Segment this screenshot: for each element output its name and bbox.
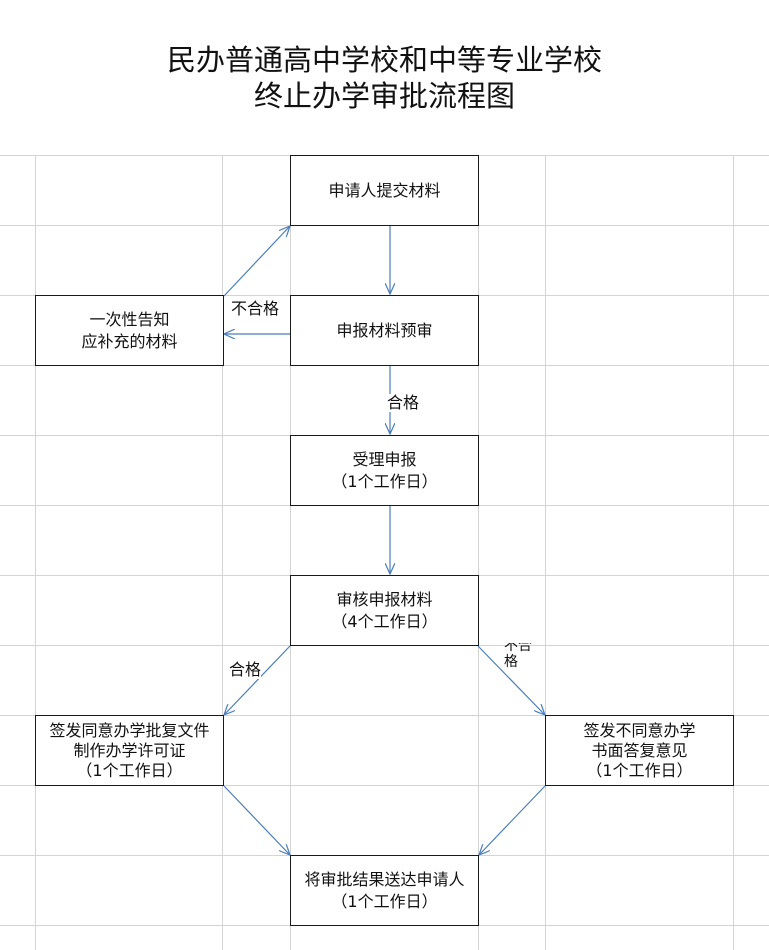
title-line-2: 终止办学审批流程图 (253, 79, 515, 113)
label-review-pass: 合格 (229, 660, 262, 679)
node-supplement-notice: 一次性告知 应补充的材料 (35, 295, 224, 366)
node-precheck: 申报材料预审 (290, 295, 479, 366)
node-duration: （4个工作日） (331, 611, 438, 631)
label-review-fail-line-2: 格 (504, 654, 518, 670)
node-duration: （1个工作日） (76, 760, 183, 780)
node-text: 审核申报材料 (336, 589, 433, 609)
node-text: 应补充的材料 (81, 331, 178, 351)
node-text: 将审批结果送达申请人 (304, 869, 465, 889)
arrow-review-to-reject (477, 645, 545, 715)
node-text: 一次性告知 (89, 309, 170, 329)
node-text: 申请人提交材料 (328, 180, 441, 200)
node-text: 制作办学许可证 (73, 740, 186, 760)
label-review-fail-line-1: 不合 (504, 643, 532, 654)
diagram-title: 民办普通高中学校和中等专业学校 终止办学审批流程图 (0, 42, 769, 114)
node-duration: （1个工作日） (331, 891, 438, 911)
arrow-approve-to-deliver (223, 785, 290, 855)
arrow-review-to-approve (224, 645, 291, 715)
label-precheck-pass: 合格 (387, 393, 420, 412)
label-review-fail: 不合 格 (504, 643, 532, 670)
arrow-reject-to-deliver (479, 785, 546, 855)
label-precheck-fail: 不合格 (231, 299, 280, 318)
node-text: 书面答复意见 (591, 740, 688, 760)
node-approve: 签发同意办学批复文件 制作办学许可证 （1个工作日） (35, 715, 224, 786)
node-accept: 受理申报 （1个工作日） (290, 435, 479, 506)
arrow-supplement-to-submit (223, 226, 290, 297)
node-deliver-result: 将审批结果送达申请人 （1个工作日） (290, 855, 479, 926)
node-text: 签发不同意办学 (583, 720, 696, 740)
node-text: 受理申报 (352, 449, 417, 469)
node-duration: （1个工作日） (586, 760, 693, 780)
node-duration: （1个工作日） (331, 471, 438, 491)
node-text: 签发同意办学批复文件 (49, 720, 210, 740)
node-reject: 签发不同意办学 书面答复意见 （1个工作日） (545, 715, 734, 786)
node-text: 申报材料预审 (336, 320, 433, 340)
node-submit-materials: 申请人提交材料 (290, 155, 479, 226)
title-line-1: 民办普通高中学校和中等专业学校 (166, 43, 602, 77)
node-review: 审核申报材料 （4个工作日） (290, 575, 479, 646)
